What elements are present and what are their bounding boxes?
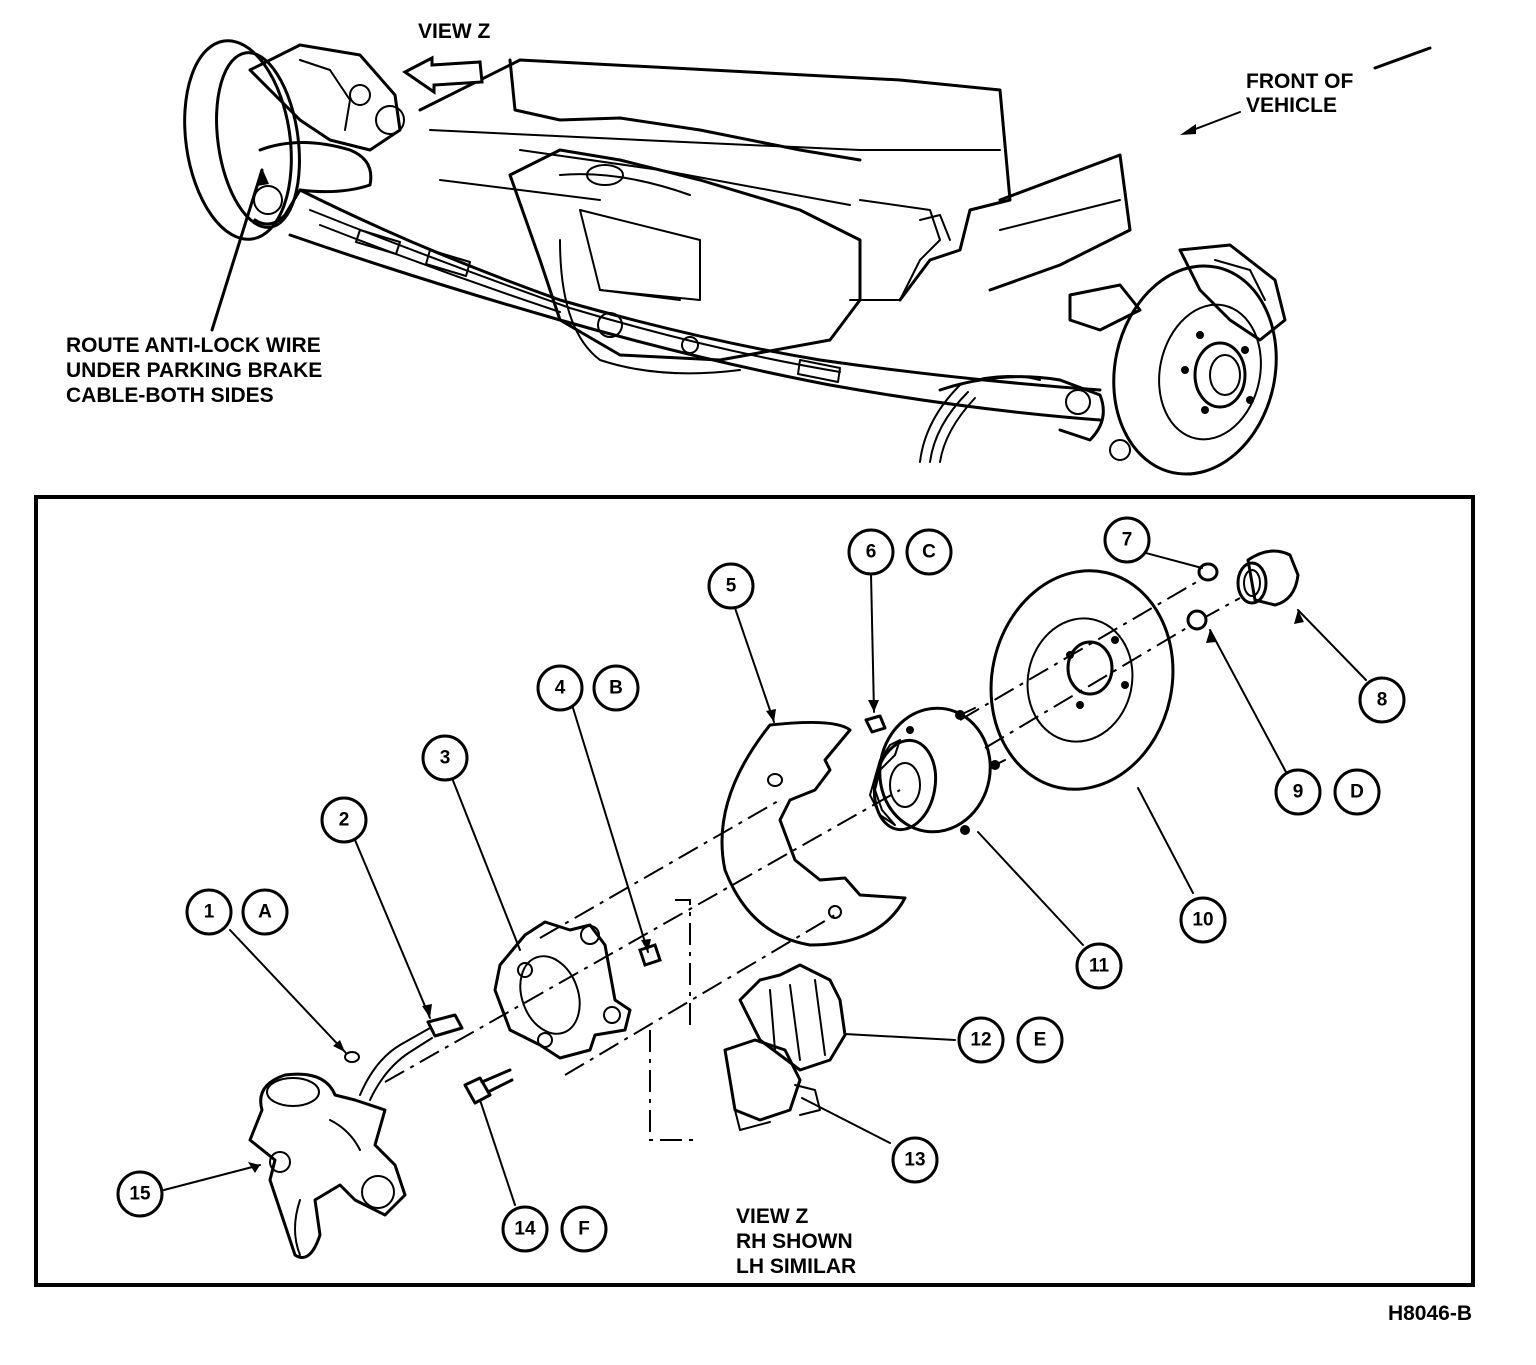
route-wire-leader — [210, 168, 264, 332]
svg-text:6: 6 — [866, 542, 877, 563]
route-note-line1: ROUTE ANTI-LOCK WIRE — [66, 334, 321, 357]
body-floor — [418, 58, 1132, 362]
view-z-arrow — [402, 55, 484, 95]
svg-text:10: 10 — [1192, 910, 1213, 931]
callout-7: 7 — [1103, 516, 1151, 564]
svg-text:E: E — [1034, 1030, 1047, 1051]
callout-leaders — [163, 551, 1367, 1206]
svg-text:3: 3 — [440, 748, 451, 769]
callout-1: 1 — [185, 888, 233, 936]
svg-text:15: 15 — [129, 1184, 151, 1205]
callout-D: D — [1333, 768, 1381, 816]
callout-13: 13 — [891, 1136, 939, 1184]
knuckle-drawing — [248, 1072, 407, 1259]
callout-12: 12 — [957, 1016, 1005, 1064]
left-control-arm — [253, 141, 373, 226]
callout-3: 3 — [421, 734, 469, 782]
fuel-tank — [508, 148, 862, 362]
callout-F: F — [560, 1205, 608, 1253]
anchor-plate-drawing — [493, 920, 662, 1060]
rotor-drawing — [989, 569, 1175, 791]
anti-lock-wires — [559, 239, 1041, 463]
stud-6-drawing — [864, 714, 887, 734]
view-z-label: VIEW Z — [418, 20, 491, 43]
left-rotor-drawing — [183, 39, 405, 241]
callout-14: 14 — [501, 1205, 549, 1253]
svg-text:4: 4 — [555, 678, 566, 699]
svg-text:F: F — [578, 1219, 590, 1240]
svg-text:14: 14 — [514, 1219, 536, 1240]
svg-text:C: C — [922, 542, 936, 563]
svg-text:8: 8 — [1377, 690, 1388, 711]
view-note-line3: LH SIMILAR — [736, 1255, 856, 1278]
callout-15: 15 — [116, 1170, 164, 1218]
nuts-and-cap-drawing — [1186, 549, 1300, 631]
svg-text:11: 11 — [1089, 956, 1110, 977]
svg-text:12: 12 — [970, 1030, 991, 1051]
svg-text:D: D — [1350, 782, 1364, 803]
callout-8: 8 — [1358, 676, 1406, 724]
svg-text:2: 2 — [339, 810, 350, 831]
svg-text:7: 7 — [1122, 530, 1133, 551]
frame-rails — [288, 188, 1102, 422]
right-rotor-drawing — [938, 243, 1287, 476]
svg-text:5: 5 — [726, 576, 737, 597]
figure-code: H8046-B — [1388, 1302, 1472, 1325]
callout-4: 4 — [536, 664, 584, 712]
view-note-line1: VIEW Z — [736, 1205, 809, 1228]
bolt-14-drawing — [463, 1068, 514, 1105]
callout-C: C — [905, 528, 953, 576]
callout-A: A — [241, 888, 289, 936]
callout-6: 6 — [847, 528, 895, 576]
view-z-frame — [34, 495, 1475, 1287]
svg-text:1: 1 — [204, 902, 215, 923]
front-direction-arrow — [1180, 46, 1432, 135]
front-of-vehicle-label-line1: FRONT OF — [1246, 70, 1353, 93]
svg-text:A: A — [258, 902, 272, 923]
hub-bearing-drawing — [869, 706, 1006, 835]
callout-5: 5 — [707, 562, 755, 610]
front-of-vehicle-label-line2: VEHICLE — [1246, 94, 1337, 117]
view-note-line2: RH SHOWN — [736, 1230, 853, 1253]
svg-text:13: 13 — [904, 1150, 925, 1171]
route-note-line2: UNDER PARKING BRAKE — [66, 359, 322, 382]
rear-axle-overview — [183, 39, 1432, 476]
callout-9: 9 — [1274, 768, 1322, 816]
callouts: 1 A 2 3 4 B 5 6 C 7 8 9 D 10 11 12 E 13 … — [116, 516, 1406, 1253]
caliper-drawing — [723, 963, 847, 1131]
route-note-line3: CABLE-BOTH SIDES — [66, 384, 274, 407]
callout-B: B — [592, 664, 640, 712]
callout-11: 11 — [1075, 942, 1123, 990]
callout-2: 2 — [320, 796, 368, 844]
callout-10: 10 — [1179, 896, 1227, 944]
sensor-and-wire-drawing — [344, 1013, 464, 1101]
splash-shield-drawing — [720, 720, 907, 947]
svg-text:9: 9 — [1293, 782, 1304, 803]
callout-E: E — [1016, 1016, 1064, 1064]
svg-text:B: B — [609, 678, 623, 699]
